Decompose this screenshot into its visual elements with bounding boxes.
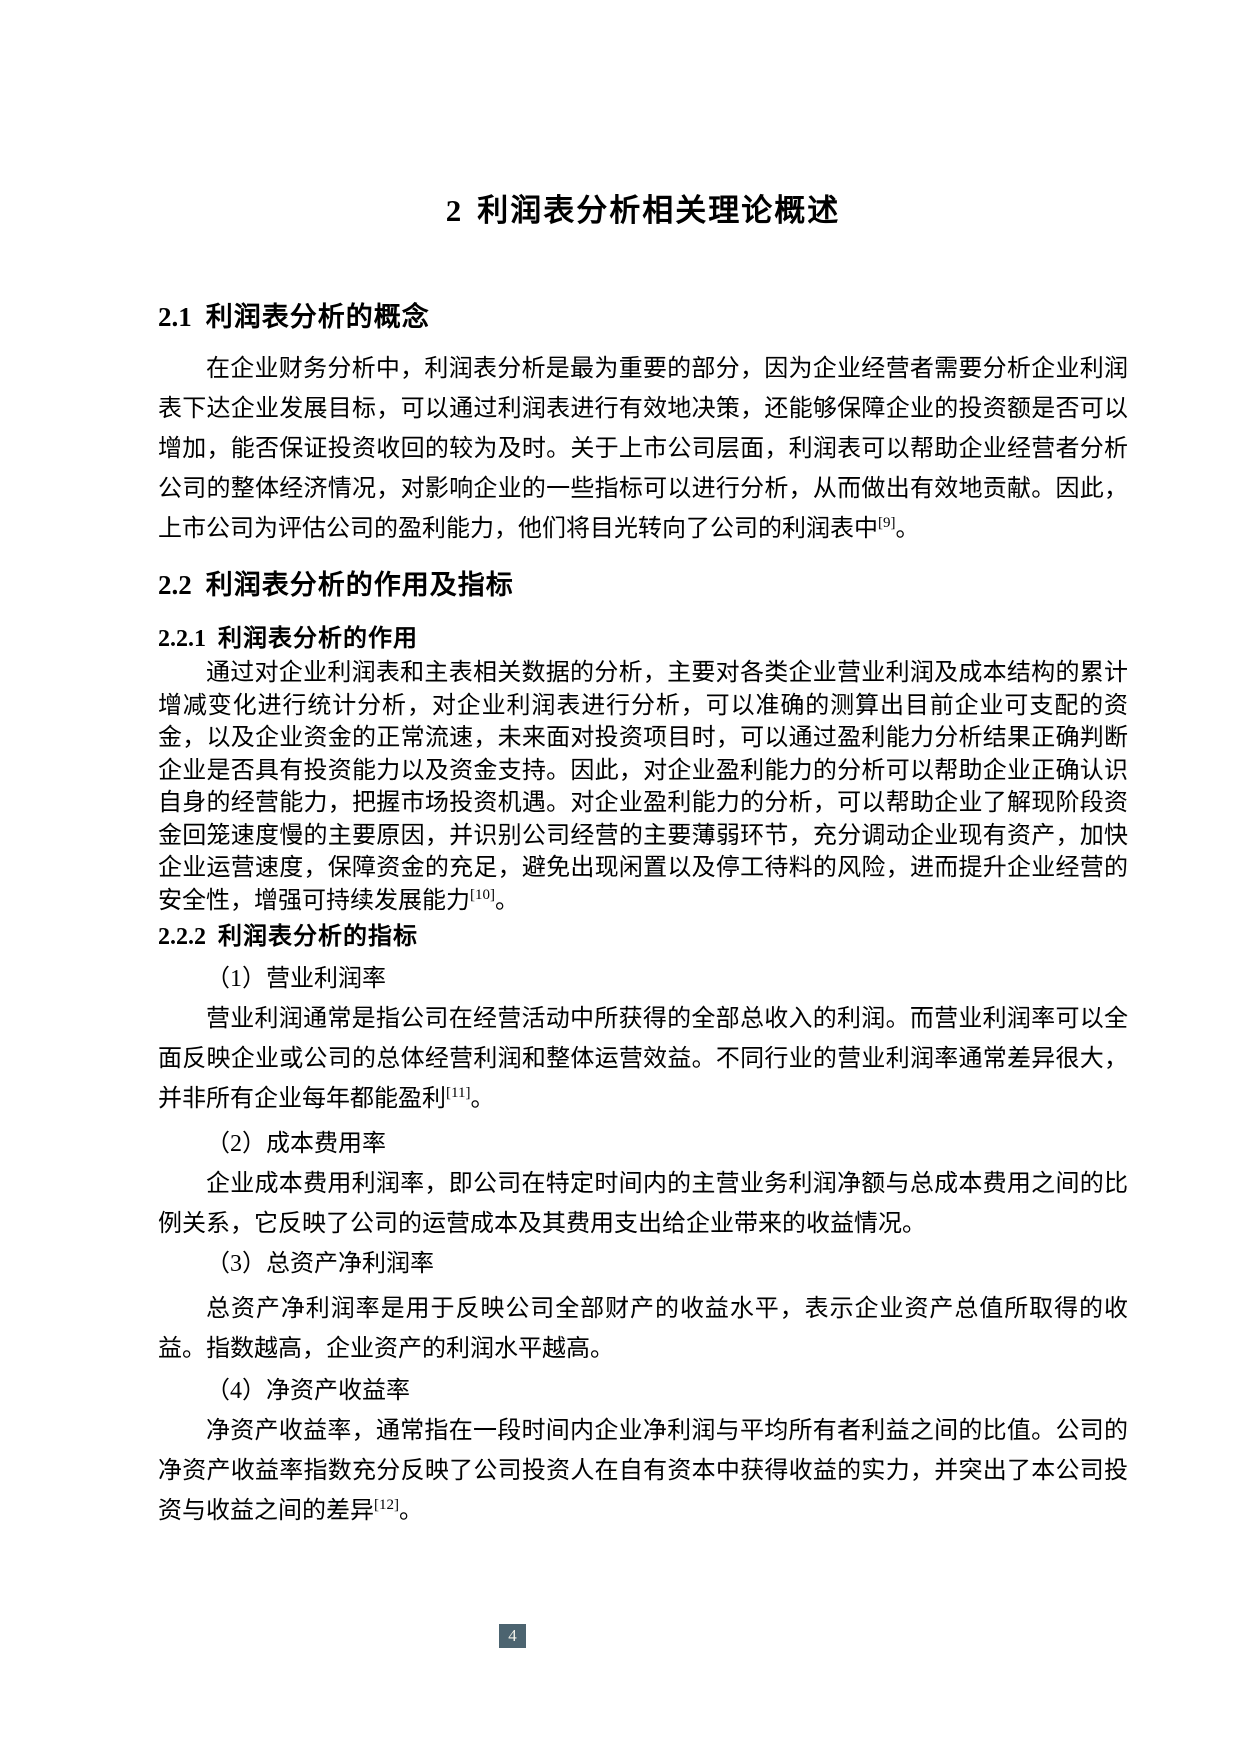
list-item-paragraph-1: 营业利润通常是指公司在经营活动中所获得的全部总收入的利润。而营业利润率可以全面反… [158,999,1128,1119]
paragraph-text: 通过对企业利润表和主表相关数据的分析，主要对各类企业营业利润及成本结构的累计增减… [158,660,1128,914]
section-heading-2-2: 2.2 利润表分析的作用及指标 [158,568,1128,602]
list-item-label-4: （4）净资产收益率 [206,1378,410,1404]
paragraph-text: 营业利润通常是指公司在经营活动中所获得的全部总收入的利润。而营业利润率可以全面反… [158,1006,1128,1112]
paragraph-text: 总资产净利润率是用于反映公司全部财产的收益水平，表示企业资产总值所取得的收益。指… [158,1296,1128,1362]
subsection-heading-2-2-2: 2.2.2 利润表分析的指标 [158,922,1128,952]
paragraph-tail: 。 [895,516,920,542]
paragraph-2-1: 在企业财务分析中，利润表分析是最为重要的部分，因为企业经营者需要分析企业利润表下… [158,349,1128,549]
list-item-paragraph-4: 净资产收益率，通常指在一段时间内企业净利润与平均所有者利益之间的比值。公司的净资… [158,1411,1128,1531]
subsection-number: 2.2.1 [158,626,206,652]
subsection-heading-text: 利润表分析的指标 [218,923,418,950]
chapter-title: 2 利润表分析相关理论概述 [158,188,1128,234]
citation-9: [9] [878,515,896,531]
section-heading-text: 利润表分析的概念 [205,302,430,332]
paragraph-text: 在企业财务分析中，利润表分析是最为重要的部分，因为企业经营者需要分析企业利润表下… [158,356,1128,542]
paragraph-tail: 。 [470,1086,495,1112]
list-item-paragraph-2: 企业成本费用利润率，即公司在特定时间内的主营业务利润净额与总成本费用之间的比例关… [158,1164,1128,1244]
section-number: 2.2 [158,570,192,600]
chapter-number: 2 [445,193,462,228]
section-heading-text: 利润表分析的作用及指标 [205,570,514,600]
list-item-label-2: （2）成本费用率 [206,1131,386,1157]
paragraph-tail: 。 [399,1498,423,1524]
paragraph-2-2-1: 通过对企业利润表和主表相关数据的分析，主要对各类企业营业利润及成本结构的累计增减… [158,657,1128,917]
paragraph-tail: 。 [495,887,519,914]
subsection-heading-2-2-1: 2.2.1 利润表分析的作用 [158,624,1128,654]
page-number-badge: 4 [499,1624,526,1648]
chapter-title-text: 利润表分析相关理论概述 [477,193,841,228]
section-heading-2-1: 2.1 利润表分析的概念 [158,300,1128,334]
list-item-label-1: （1）营业利润率 [206,966,386,992]
subsection-heading-text: 利润表分析的作用 [218,625,418,652]
citation-12: [12] [374,1497,399,1513]
paragraph-text: 企业成本费用利润率，即公司在特定时间内的主营业务利润净额与总成本费用之间的比例关… [158,1171,1128,1237]
section-number: 2.1 [158,302,192,332]
paragraph-text: 净资产收益率，通常指在一段时间内企业净利润与平均所有者利益之间的比值。公司的净资… [158,1418,1128,1524]
list-item-paragraph-3: 总资产净利润率是用于反映公司全部财产的收益水平，表示企业资产总值所取得的收益。指… [158,1289,1128,1369]
subsection-number: 2.2.2 [158,924,206,950]
citation-11: [11] [446,1085,471,1101]
list-item-label-3: （3）总资产净利润率 [206,1251,434,1277]
citation-10: [10] [470,886,495,903]
